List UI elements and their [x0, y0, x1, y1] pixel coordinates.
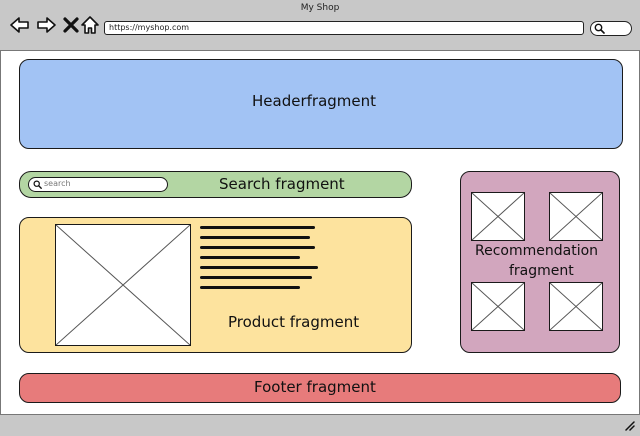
browser-search-box[interactable] [590, 21, 632, 36]
back-arrow-icon[interactable] [10, 15, 30, 35]
image-placeholder-icon [56, 225, 190, 345]
home-icon[interactable] [80, 15, 100, 35]
search-fragment-label: Search fragment [219, 175, 345, 193]
recommendation-image-2 [549, 192, 603, 241]
header-fragment-label: Headerfragment [252, 92, 377, 110]
footer-fragment-label: Footer fragment [254, 378, 376, 396]
recommendation-image-1 [471, 192, 525, 241]
window-title: My Shop [300, 3, 340, 13]
recommendation-fragment-label-line1: Recommendation [475, 243, 599, 259]
browser-titlebar: My Shop https://myshop.com [0, 0, 640, 51]
product-image-placeholder [55, 224, 191, 346]
product-fragment: Product fragment [19, 217, 412, 353]
search-icon [33, 180, 42, 189]
address-bar[interactable]: https://myshop.com [104, 21, 584, 35]
image-placeholder-icon [550, 193, 602, 240]
search-icon [594, 23, 605, 34]
recommendation-image-4 [549, 282, 603, 331]
footer-fragment: Footer fragment [19, 373, 621, 403]
browser-statusbar [0, 414, 640, 436]
close-icon[interactable] [61, 15, 81, 35]
header-fragment: Headerfragment [19, 59, 623, 149]
recommendation-fragment-label-line2: fragment [509, 263, 574, 279]
search-input[interactable]: search [28, 177, 168, 192]
page-content: Headerfragment search Search fragment [0, 51, 640, 414]
recommendation-image-3 [471, 282, 525, 331]
image-placeholder-icon [472, 193, 524, 240]
recommendation-fragment: Recommendation fragment [460, 171, 620, 353]
search-fragment: search Search fragment [19, 171, 412, 198]
image-placeholder-icon [472, 283, 524, 330]
forward-arrow-icon[interactable] [36, 15, 56, 35]
resize-grip-icon[interactable] [623, 419, 635, 431]
search-placeholder: search [44, 179, 71, 188]
product-fragment-label: Product fragment [228, 313, 360, 331]
image-placeholder-icon [550, 283, 602, 330]
